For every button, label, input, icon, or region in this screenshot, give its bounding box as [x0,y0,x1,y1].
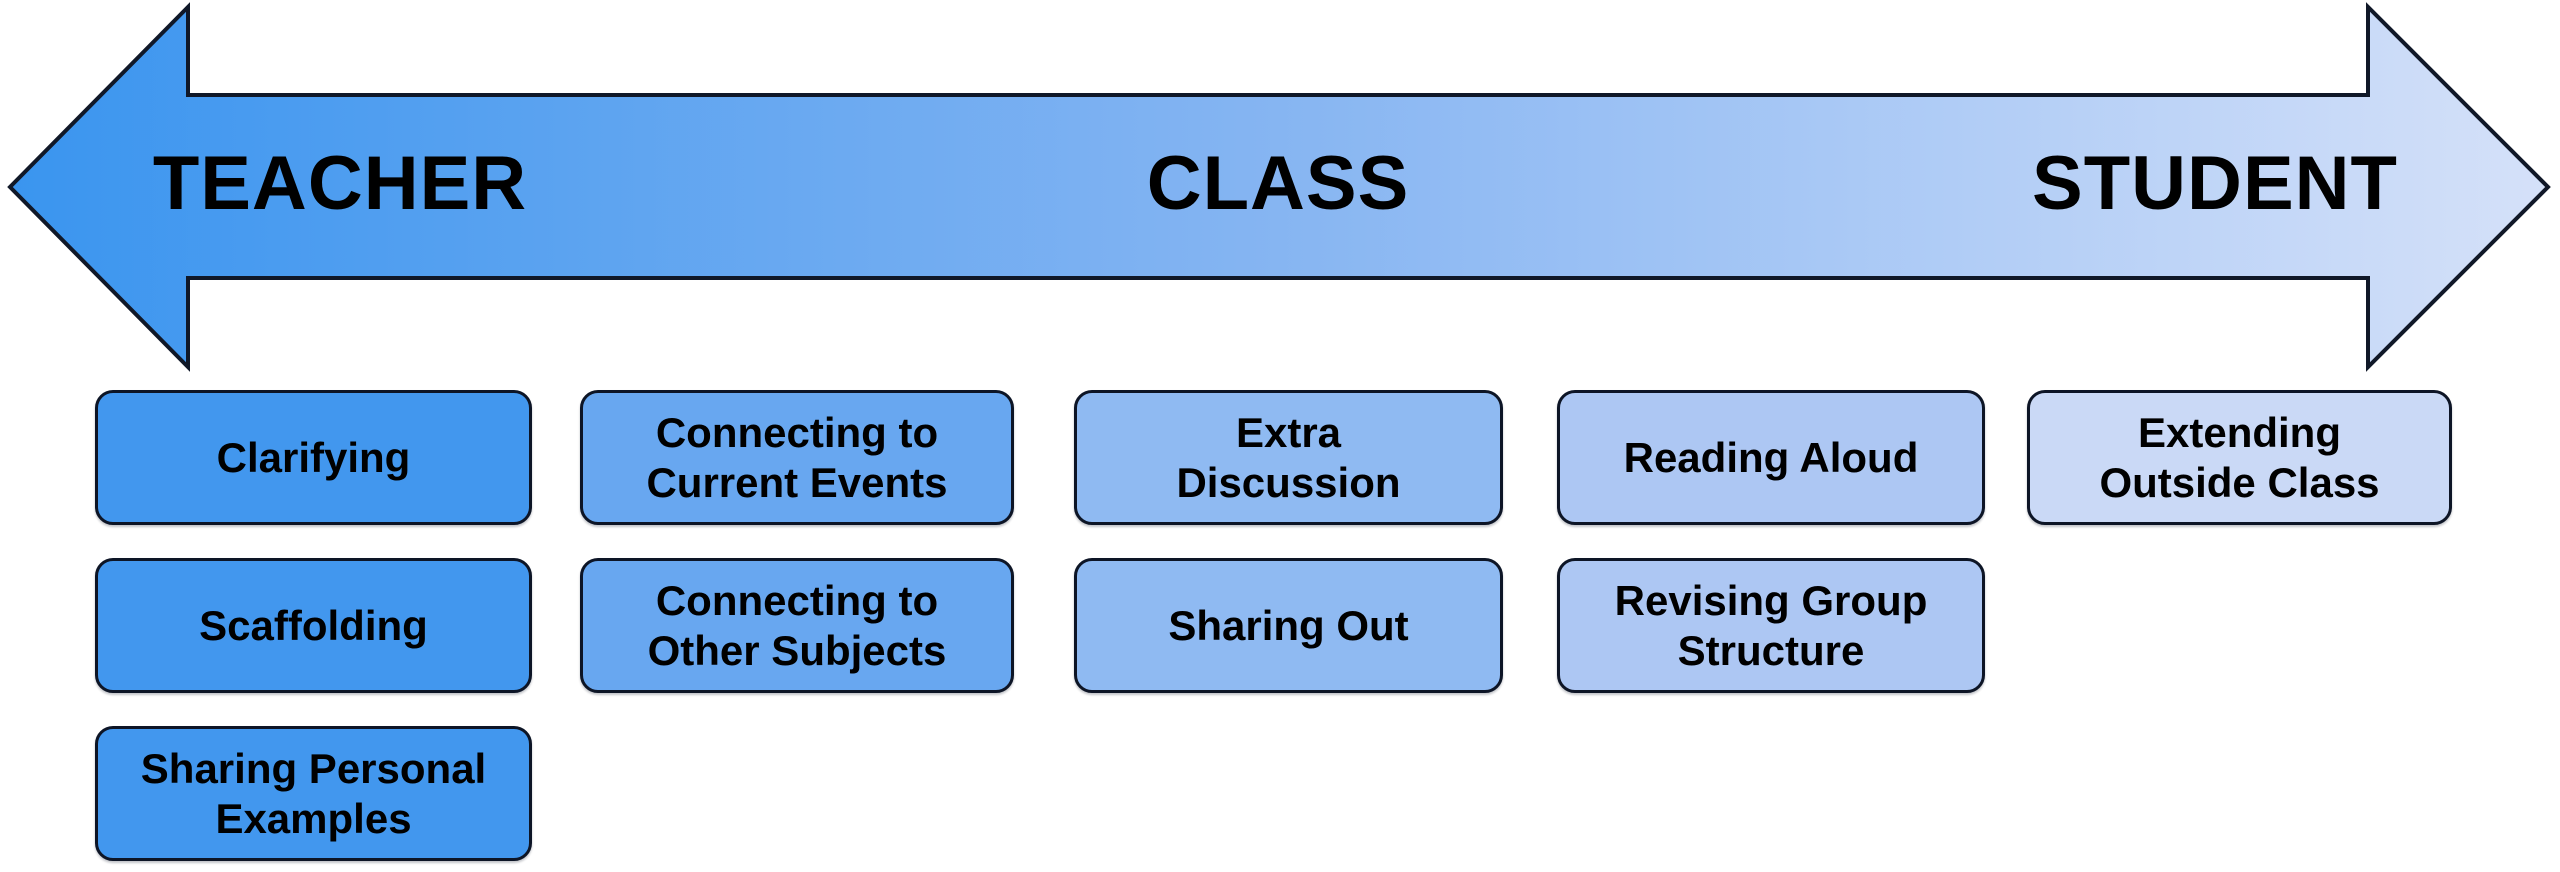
activity-box-label: Sharing Personal [140,744,487,792]
activity-box-label: Current Events [646,458,948,506]
activity-box: Clarifying [95,390,532,525]
activity-box: Sharing Out [1074,558,1503,693]
double-headed-arrow-shape [7,2,2551,372]
activity-box-label: Reading Aloud [1623,433,1919,481]
activity-box-label: Scaffolding [199,601,428,649]
arrow-label-teacher: TEACHER [152,141,528,227]
activity-box: Reading Aloud [1557,390,1985,525]
activity-box-label: Sharing Out [1168,601,1409,649]
activity-box-label: Other Subjects [647,626,947,674]
activity-box-label: Examples [215,794,412,842]
activity-box-label: Connecting to [655,408,939,456]
arrow-label-student: STUDENT [2032,141,2398,227]
arrow-label-class: CLASS [1146,141,1410,227]
activity-box-label: Outside Class [2099,458,2380,506]
activity-box-label: Revising Group [1614,576,1928,624]
activity-box: Scaffolding [95,558,532,693]
gradient-arrow [7,2,2551,372]
activity-box-label: Clarifying [216,433,411,481]
activity-box-label: Extending [2137,408,2341,456]
activity-box-label: Extra [1235,408,1342,456]
activity-box-label: Structure [1677,626,1865,674]
activity-box-label: Connecting to [655,576,939,624]
activity-box-label: Discussion [1176,458,1401,506]
